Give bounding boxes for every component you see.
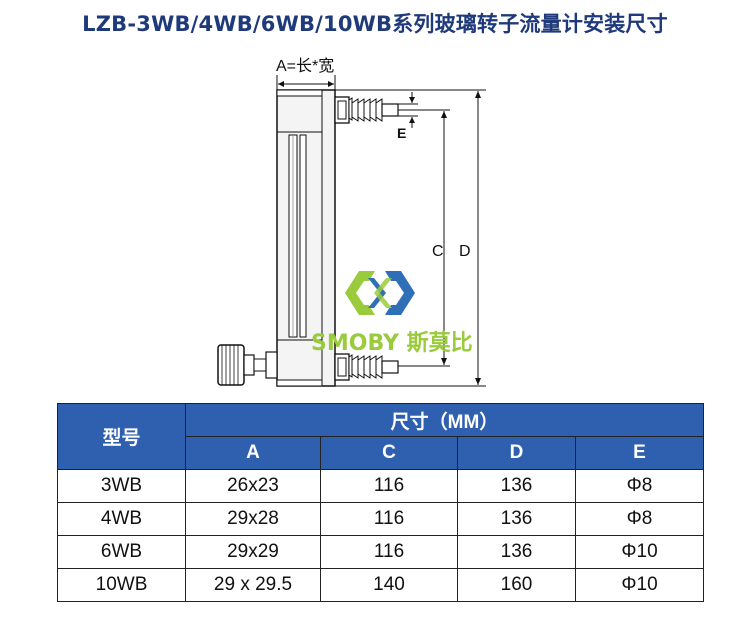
column-header-e: E	[575, 436, 704, 470]
flowmeter-dimension-drawing: A=长*宽	[217, 57, 486, 387]
smoby-logo: SMOBY 斯莫比	[311, 271, 473, 356]
cell-c: 140	[320, 568, 458, 602]
cell-c: 116	[320, 469, 458, 503]
header-model: 型号	[57, 403, 186, 470]
cell-model: 6WB	[57, 535, 186, 569]
column-header-a: A	[185, 436, 321, 470]
cell-a: 26x23	[185, 469, 321, 503]
header-size: 尺寸（MM）	[185, 403, 704, 437]
cell-a: 29x29	[185, 535, 321, 569]
cell-d: 136	[457, 502, 576, 536]
dimension-label-a: A=长*宽	[276, 57, 334, 75]
cell-d: 136	[457, 469, 576, 503]
cell-model: 4WB	[57, 502, 186, 536]
top-hose-fitting	[334, 96, 399, 124]
table-row: 6WB 29x29 116 136 Φ10	[57, 535, 704, 569]
dimension-label-c: C	[432, 243, 444, 260]
page-title: LZB-3WB/4WB/6WB/10WB系列玻璃转子流量计安装尺寸	[82, 12, 668, 36]
bottom-hose-fitting	[334, 353, 399, 381]
cell-c: 116	[320, 502, 458, 536]
flowmeter-body	[276, 89, 336, 387]
cell-e: Φ8	[575, 469, 704, 503]
table-row: 4WB 29x28 116 136 Φ8	[57, 502, 704, 536]
cell-model: 10WB	[57, 568, 186, 602]
table-row: 10WB 29 x 29.5 140 160 Φ10	[57, 568, 704, 602]
cell-e: Φ10	[575, 535, 704, 569]
table-row: 3WB 26x23 116 136 Φ8	[57, 469, 704, 503]
adjustment-knob	[217, 344, 278, 386]
cell-c: 116	[320, 535, 458, 569]
cell-d: 136	[457, 535, 576, 569]
cell-model: 3WB	[57, 469, 186, 503]
dimension-label-e: E	[397, 125, 406, 141]
cell-a: 29x28	[185, 502, 321, 536]
cell-d: 160	[457, 568, 576, 602]
column-header-c: C	[320, 436, 458, 470]
column-header-d: D	[457, 436, 576, 470]
cell-e: Φ8	[575, 502, 704, 536]
dimension-table: 型号 尺寸（MM） A C D E 3WB 26x23 116 136 Φ8 4…	[57, 403, 704, 602]
logo-wordmark: SMOBY 斯莫比	[311, 330, 473, 356]
cell-e: Φ10	[575, 568, 704, 602]
cell-a: 29 x 29.5	[185, 568, 321, 602]
dimension-label-d: D	[459, 243, 471, 260]
